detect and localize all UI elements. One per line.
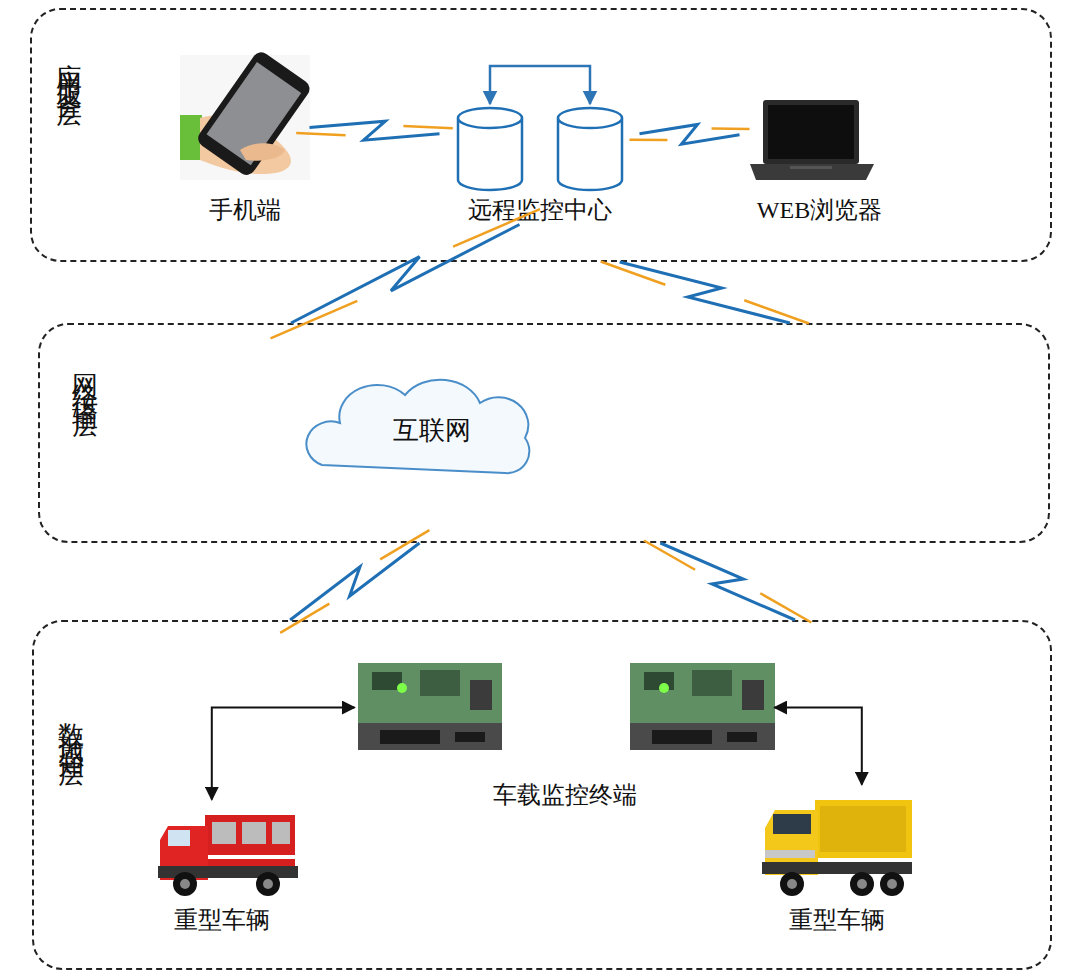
client-device: 手机端 [180, 55, 310, 225]
layer-band: 网络传输层互联网 [38, 323, 1050, 543]
lightning-line [660, 543, 795, 620]
data-connector [775, 708, 862, 785]
lightning-line [640, 124, 740, 144]
layer-title: 应用服务层 [56, 42, 82, 92]
lightning-line [620, 262, 790, 323]
link-accent [380, 530, 429, 559]
wireless-link [629, 124, 749, 144]
wireless-link [280, 530, 429, 633]
cloud-node: 互联网 [310, 380, 555, 480]
node-label: 车载监控终端 [355, 780, 775, 810]
layer-title: 网络传输层 [72, 353, 98, 403]
dump-truck [762, 800, 912, 896]
sync-arrow [490, 66, 590, 104]
client-device: WEB浏览器 [740, 95, 900, 225]
wireless-link [271, 209, 540, 338]
wireless-link [644, 541, 811, 623]
lightning-line [291, 225, 520, 324]
node-label: WEB浏览器 [740, 195, 900, 225]
link-accent [760, 593, 811, 622]
link-accent [712, 127, 750, 130]
data-connector [212, 708, 355, 800]
link-accent [601, 262, 666, 285]
vehicle: 重型车辆 [150, 800, 295, 935]
wireless-link [296, 121, 453, 140]
database-server: 远程监控中心 [440, 60, 640, 225]
lightning-line [310, 121, 440, 140]
laptop-illustration [750, 100, 874, 180]
terminal-group: 车载监控终端 [355, 660, 775, 810]
lightning-line [290, 543, 419, 620]
link-accent [271, 301, 358, 338]
node-label: 互联网 [310, 415, 555, 445]
link-accent [744, 300, 809, 323]
arrow-line [775, 708, 862, 785]
arrow-line [212, 708, 355, 800]
vehicle: 重型车辆 [755, 785, 920, 935]
fire-truck [158, 815, 298, 896]
link-accent [644, 541, 695, 570]
link-accent [403, 126, 452, 128]
node-label: 远程监控中心 [440, 195, 640, 225]
link-accent [629, 138, 667, 141]
link-accent [280, 604, 329, 633]
terminal-board [358, 663, 502, 750]
wireless-link [601, 262, 809, 324]
layer-band: 数据感知层车载监控终端重型车辆 重型车辆 [32, 620, 1052, 970]
layer-title: 数据感知层 [58, 702, 84, 752]
database-cylinders [458, 108, 622, 190]
terminal-board [630, 663, 775, 750]
node-label: 重型车辆 [150, 905, 295, 935]
link-accent [296, 133, 345, 135]
layer-band: 应用服务层手机端 远程监控中心 WEB浏览器 [30, 8, 1052, 262]
phone-illustration [180, 49, 313, 180]
node-label: 重型车辆 [755, 905, 920, 935]
node-label: 手机端 [180, 195, 310, 225]
